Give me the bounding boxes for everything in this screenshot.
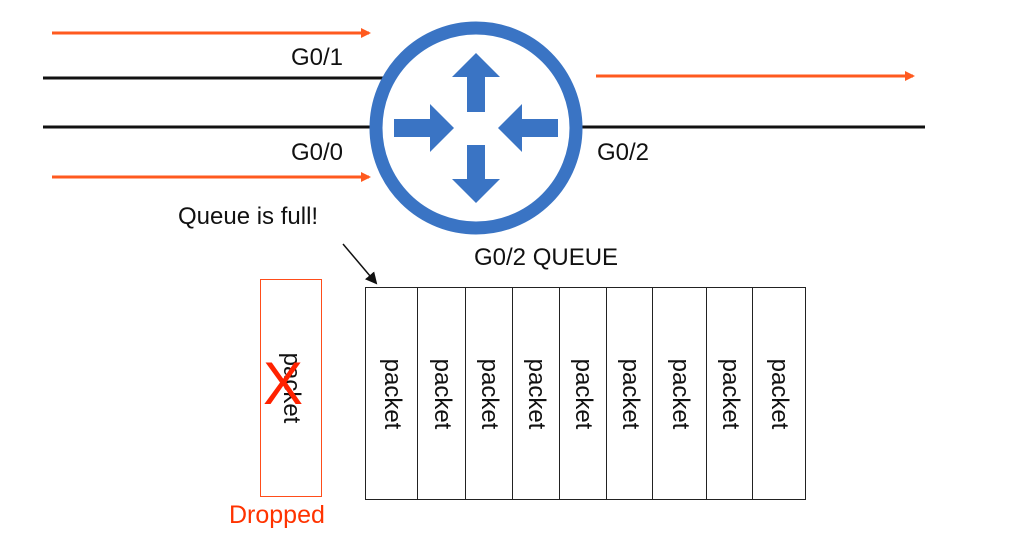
packet-label: packet [616,358,644,429]
interface-label-g0-2: G0/2 [597,139,650,166]
queue-slot: packet [706,287,753,500]
queue-slot: packet [417,287,466,500]
queue-full-pointer [342,243,378,285]
queue-slot: packet [559,287,607,500]
queue-title: G0/2 QUEUE [474,244,619,271]
packet-label: packet [766,358,793,429]
arrow-up-icon [452,53,500,112]
queue-slot: packet [752,287,806,500]
drop-x-icon: X [263,350,304,417]
queue-slot: packet [365,287,418,500]
packet-label: packet [428,358,456,429]
queue-slot: packet [652,287,707,500]
packet-label: packet [716,358,744,429]
packet-label: packet [570,358,597,429]
queue-slot: packet [512,287,560,500]
arrow-right-in-icon [394,104,454,152]
packet-label: packet [476,358,503,429]
dropped-label: Dropped [229,501,325,529]
arrow-left-in-icon [498,104,558,152]
queue-slot: packet [465,287,513,500]
router-icon [369,21,583,235]
packet-label: packet [378,358,406,429]
packet-label: packet [666,358,694,429]
packet-label: packet [523,358,550,429]
dropped-packet: packet [260,279,322,497]
queue-slot: packet [606,287,653,500]
interface-label-g0-0: G0/0 [291,139,344,166]
queue-full-label: Queue is full! [178,203,319,230]
arrow-down-icon [452,145,500,203]
interface-label-g0-1: G0/1 [291,44,344,71]
